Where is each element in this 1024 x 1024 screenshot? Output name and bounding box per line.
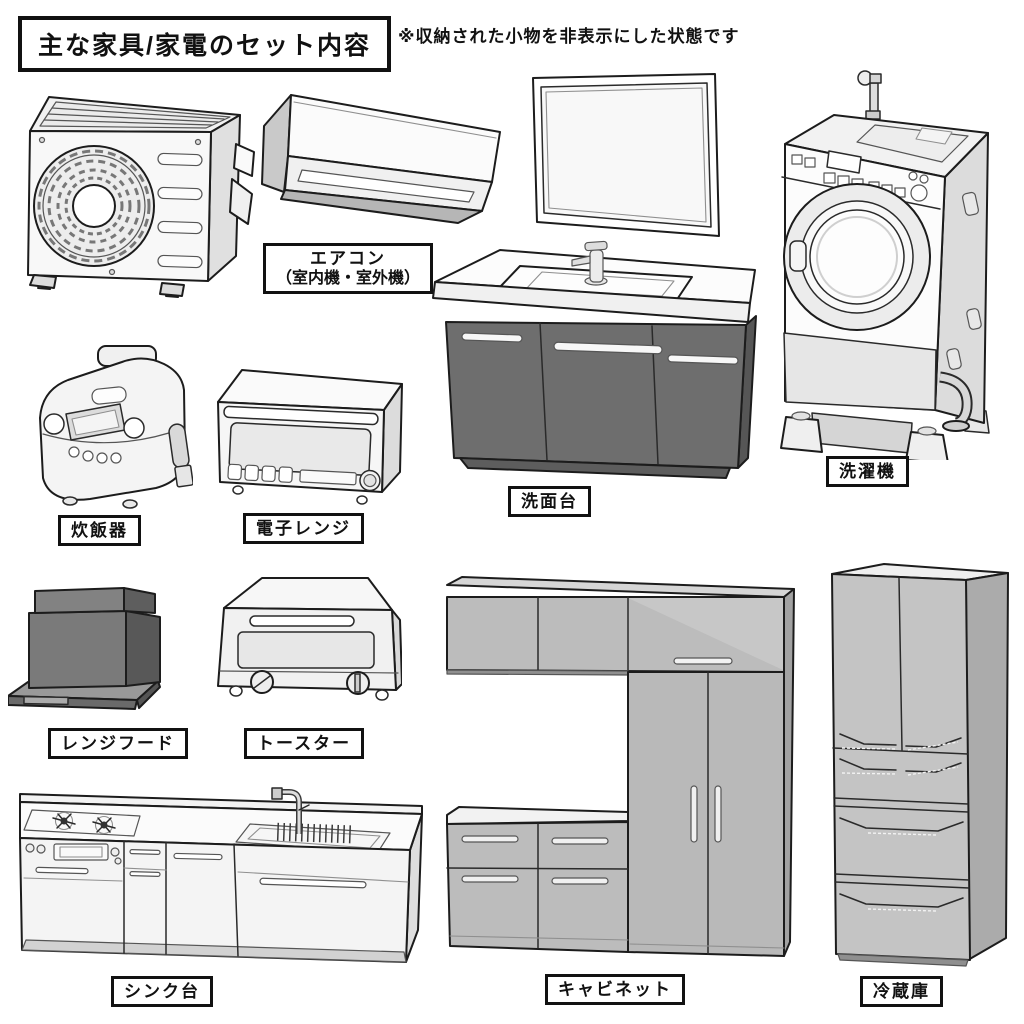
cabinet-illustration [442,568,802,968]
sink-counter-illustration [12,780,432,975]
label-cabinet: キャビネット [545,974,685,1006]
refrigerator-illustration [818,556,1013,971]
microwave-illustration [212,360,407,515]
burner-icon [92,815,116,835]
washstand-icon [432,73,757,479]
label-refrigerator: 冷蔵庫 [860,976,943,1008]
label-washstand: 洗面台 [508,486,591,518]
sink-counter-icon [19,787,423,963]
microwave-icon [217,369,403,505]
cabinet-icon [446,576,795,957]
indoor-ac-icon [261,94,501,224]
page-note: ※収納された小物を非表示にした状態です [398,27,740,46]
label-aircon-line2: （室内機・室外機） [276,270,421,288]
page-title: 主な家具/家電のセット内容 [18,16,391,72]
label-aircon: エアコン （室内機・室外機） [263,243,434,295]
range-hood-icon [8,587,161,710]
washstand-illustration [430,70,765,490]
outdoor-ac-illustration [12,84,257,309]
range-hood-illustration [8,580,183,715]
refrigerator-icon [831,563,1009,967]
toaster-illustration [212,570,402,715]
rice-cooker-illustration [28,338,193,513]
indoor-ac-illustration [258,82,508,242]
label-sink-counter: シンク台 [111,976,213,1008]
label-washing-machine: 洗濯機 [826,456,909,488]
outdoor-ac-icon [27,96,255,298]
washing-machine-icon [780,70,990,460]
label-toaster: トースター [244,728,365,760]
label-microwave: 電子レンジ [243,513,364,545]
burner-icon [52,811,76,831]
rice-cooker-icon [39,345,193,509]
toaster-icon [217,577,402,701]
label-aircon-line1: エアコン [310,249,386,268]
label-range-hood: レンジフード [48,728,188,760]
label-rice-cooker: 炊飯器 [58,515,141,547]
washing-machine-illustration [772,65,992,460]
